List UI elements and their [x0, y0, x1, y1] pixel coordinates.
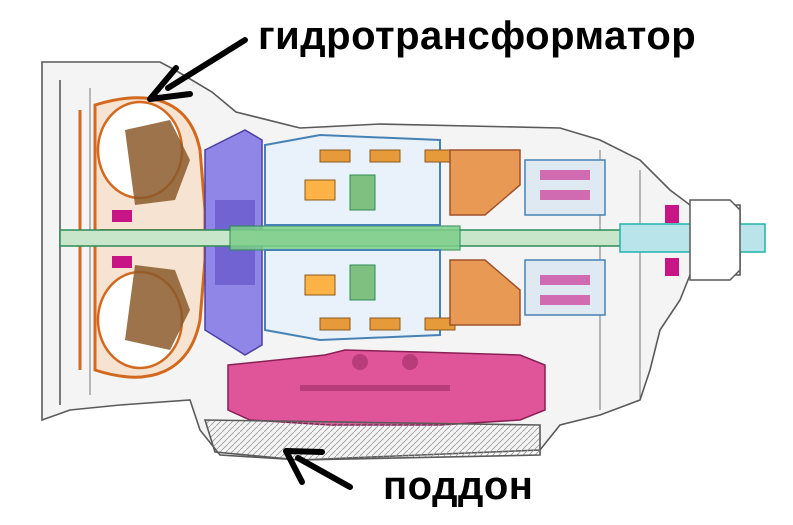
arrow-icon: [283, 448, 353, 490]
valve-body: [227, 349, 546, 426]
oil-pan: [203, 419, 541, 461]
output-flange: [665, 199, 741, 281]
torque-converter: [78, 96, 207, 379]
arrow-icon: [147, 37, 248, 102]
torque-converter-label: гидротрансформатор: [258, 14, 697, 58]
clutch-packs-lower: [264, 249, 606, 342]
turbine-upper: [125, 120, 190, 205]
clutch-packs-upper: [264, 133, 606, 226]
turbine-lower: [125, 265, 190, 350]
oil-pan-label: поддон: [383, 464, 534, 508]
